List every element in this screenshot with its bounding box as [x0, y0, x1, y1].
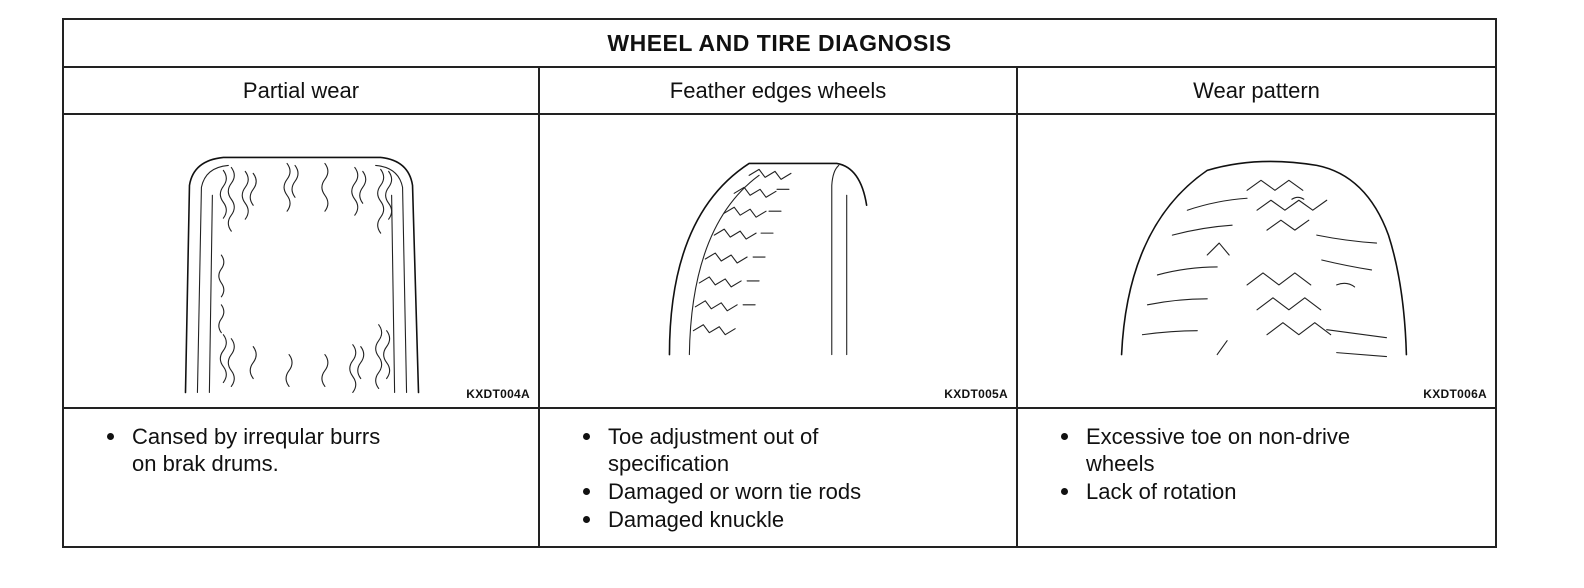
column-heading-partial-wear: Partial wear	[62, 66, 540, 115]
list-item: Cansed by irreqular burrs on brak drums.	[104, 423, 538, 477]
list-item: Toe adjustment out of specification	[580, 423, 1016, 477]
list-item: Damaged or worn tie rods	[580, 478, 1016, 505]
list-item: Lack of rotation	[1058, 478, 1495, 505]
cause-cell-wear-pattern: Excessive toe on non-drive wheels Lack o…	[1015, 407, 1498, 548]
figure-cell-partial-wear: KXDT004A	[62, 113, 540, 409]
cause-list: Cansed by irreqular burrs on brak drums.	[104, 423, 538, 477]
diagnosis-table: WHEEL AND TIRE DIAGNOSIS Partial wear Fe…	[61, 18, 1498, 548]
column-heading-feather-edges: Feather edges wheels	[538, 66, 1018, 115]
list-item: Damaged knuckle	[580, 506, 1016, 533]
table-title: WHEEL AND TIRE DIAGNOSIS	[61, 18, 1498, 68]
column-heading-wear-pattern: Wear pattern	[1015, 66, 1498, 115]
figure-cell-feather-edges: KXDT005A	[538, 113, 1018, 409]
tire-wear-pattern-illustration	[1120, 160, 1408, 358]
figure-code: KXDT004A	[466, 387, 530, 401]
tire-partial-wear-illustration	[184, 156, 420, 394]
figure-code: KXDT005A	[944, 387, 1008, 401]
cause-cell-feather-edges: Toe adjustment out of specification Dama…	[538, 407, 1018, 548]
cause-cell-partial-wear: Cansed by irreqular burrs on brak drums.	[62, 407, 540, 548]
figure-code: KXDT006A	[1423, 387, 1488, 401]
list-item: Excessive toe on non-drive wheels	[1058, 423, 1495, 477]
cause-list: Toe adjustment out of specification Dama…	[580, 423, 1016, 533]
tire-feather-edge-illustration	[668, 162, 868, 356]
cause-list: Excessive toe on non-drive wheels Lack o…	[1058, 423, 1495, 505]
figure-cell-wear-pattern: KXDT006A	[1015, 113, 1498, 409]
